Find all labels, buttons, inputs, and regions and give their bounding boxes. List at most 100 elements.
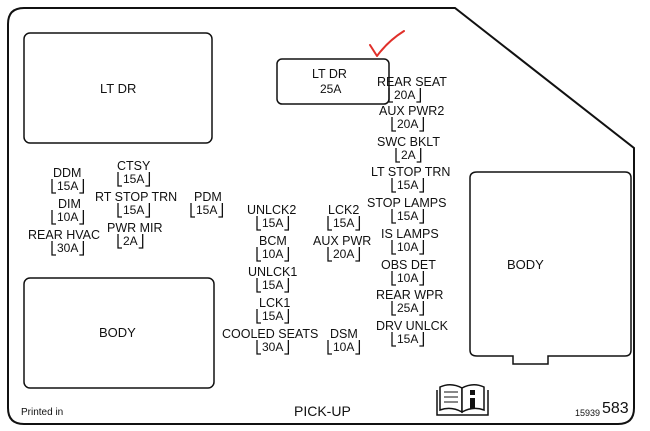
body-label-right: BODY	[507, 257, 544, 272]
fuse-rating: 30A	[57, 241, 79, 255]
fuse-rating: 10A	[397, 271, 419, 285]
relay-name: LT DR	[312, 67, 347, 81]
fuse-rating: 20A	[394, 88, 416, 102]
fuse-bracket	[391, 301, 396, 316]
fuse-bracket	[355, 247, 361, 262]
fuse-bracket	[419, 240, 425, 255]
fuse-rating: 2A	[401, 148, 416, 162]
fuse-bracket	[355, 340, 361, 355]
fuse-rating: 30A	[262, 340, 284, 354]
fuse-bracket	[79, 210, 85, 225]
part-number-suffix: 583	[602, 400, 629, 417]
fuse-rating: 15A	[262, 278, 284, 292]
fuse-label: SWC BKLT	[377, 135, 440, 149]
fuse-label: CTSY	[117, 159, 151, 173]
fuse-rating: 10A	[333, 340, 355, 354]
fuse-label: LT STOP TRN	[371, 165, 451, 179]
fuse-bracket	[419, 332, 425, 347]
fuse-label: REAR WPR	[376, 288, 444, 302]
fuse-bracket	[51, 210, 56, 225]
fuse-rating: 15A	[262, 216, 284, 230]
fuse-bracket	[145, 172, 151, 187]
panel-title: PICK-UP	[294, 403, 351, 419]
fuse-rating: 10A	[262, 247, 284, 261]
fuse-bracket	[391, 271, 396, 286]
fuse-bracket	[391, 332, 396, 347]
fuse-bracket	[391, 178, 396, 193]
fuse-label: REAR SEAT	[377, 75, 447, 89]
fuse-rating: 15A	[397, 178, 419, 192]
fuse-bracket	[327, 216, 332, 231]
fuse-label: UNLCK1	[248, 265, 298, 279]
lt-dr-label: LT DR	[100, 81, 137, 96]
fuse-label: COOLED SEATS	[222, 327, 319, 341]
fuse-rating: 10A	[397, 240, 419, 254]
fuse-rating: 15A	[397, 332, 419, 346]
body-block-left	[23, 277, 215, 389]
fuse-label: DRV UNLCK	[376, 319, 449, 333]
fuse-label: OBS DET	[381, 258, 436, 272]
fuse-rating: 2A	[123, 234, 138, 248]
fuse-label: IS LAMPS	[381, 227, 439, 241]
fuse-label: LCK2	[328, 203, 360, 217]
fuse-bracket	[284, 278, 290, 293]
fuse-bracket	[284, 247, 290, 262]
fuse-rating: 20A	[333, 247, 355, 261]
body-label-left: BODY	[99, 325, 136, 340]
fuse-bracket	[327, 247, 332, 262]
fuse-bracket	[190, 203, 195, 218]
fuse-bracket	[117, 172, 122, 187]
fuse-bracket	[327, 340, 332, 355]
printed-in-label: Printed in	[21, 407, 64, 418]
fuse-label: PDM	[194, 190, 222, 204]
fuse-bracket	[256, 216, 261, 231]
fuse-bracket	[256, 278, 261, 293]
fuse-bracket	[117, 234, 122, 249]
fuse-label: DIM	[58, 197, 81, 211]
fuse-bracket	[391, 117, 396, 132]
fuse-bracket	[391, 209, 396, 224]
body-block-right	[469, 171, 632, 365]
fuse-rating: 15A	[262, 309, 284, 323]
fuse-bracket	[51, 241, 56, 256]
fuse-label: AUX PWR	[313, 234, 372, 248]
fuse-bracket	[391, 240, 396, 255]
fuse-bracket	[419, 301, 425, 316]
relay-amp: 25A	[320, 82, 342, 96]
fuse-rating: 25A	[397, 301, 419, 315]
fuse-bracket	[79, 241, 85, 256]
book-info-icon	[436, 384, 489, 416]
fuse-bracket	[256, 309, 261, 324]
fuse-label: UNLCK2	[247, 203, 297, 217]
fuse-bracket	[419, 209, 425, 224]
part-number-prefix: 15939	[575, 408, 601, 418]
fuse-bracket	[256, 340, 261, 355]
fuse-label: STOP LAMPS	[367, 196, 447, 210]
fuse-bracket	[395, 148, 400, 163]
fuse-label: AUX PWR2	[379, 104, 445, 118]
fuse-rating: 15A	[196, 203, 218, 217]
fuse-bracket	[416, 88, 422, 103]
fuse-bracket	[79, 179, 85, 194]
fuse-bracket	[388, 88, 393, 103]
fuse-rating: 15A	[397, 209, 419, 223]
fuse-label: BCM	[259, 234, 287, 248]
fuse-label: PWR MIR	[107, 221, 163, 235]
fuse-rating: 20A	[397, 117, 419, 131]
fuse-bracket	[284, 309, 290, 324]
fuse-bracket	[355, 216, 361, 231]
fuse-rating: 15A	[333, 216, 355, 230]
fuse-bracket	[145, 203, 151, 218]
fuse-label: REAR HVAC	[28, 228, 101, 242]
fuse-bracket	[117, 203, 122, 218]
lt-dr-block	[23, 32, 213, 144]
fuse-rating: 10A	[57, 210, 79, 224]
fuse-bracket	[284, 340, 290, 355]
fuse-bracket	[416, 148, 422, 163]
fuse-brackets	[51, 88, 425, 355]
fuse-label: DSM	[330, 327, 358, 341]
fuse-rating: 15A	[123, 203, 145, 217]
fuse-bracket	[419, 178, 425, 193]
